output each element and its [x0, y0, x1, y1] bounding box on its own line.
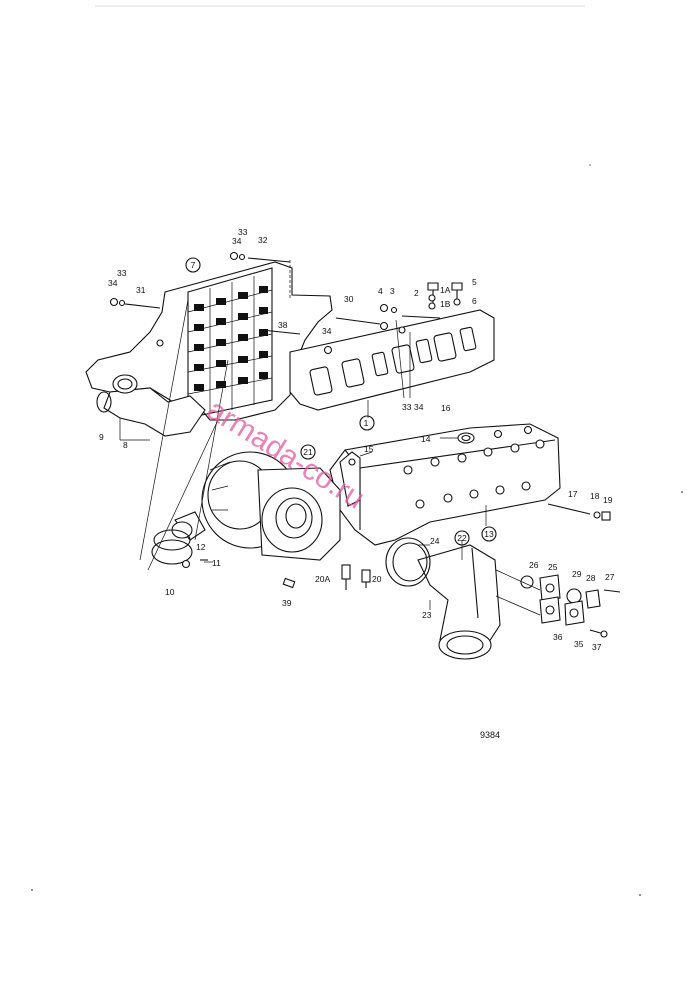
label-31: 31 [136, 285, 146, 295]
label-34-mid: 34 [322, 326, 332, 336]
label-3: 3 [390, 286, 395, 296]
leader-lines [119, 260, 541, 616]
label-15: 15 [364, 444, 374, 454]
callout-circles [185, 257, 497, 546]
label-12: 12 [196, 542, 206, 552]
label-22: 22 [457, 533, 467, 543]
scan-specks [31, 164, 683, 896]
label-27: 27 [605, 572, 615, 582]
label-2: 2 [414, 288, 419, 298]
label-14: 14 [421, 434, 431, 444]
intake-manifold-part [85, 261, 333, 437]
label-26: 26 [529, 560, 539, 570]
outlet-elbow-part [385, 537, 501, 660]
label-20: 20 [372, 574, 382, 584]
label-36: 36 [553, 632, 563, 642]
label-20a: 20A [315, 574, 330, 584]
drawing-reference-number: 9384 [480, 730, 500, 740]
label-28: 28 [586, 573, 596, 583]
label-6: 6 [472, 296, 477, 306]
label-10: 10 [165, 587, 175, 597]
label-33-left: 33 [117, 268, 127, 278]
label-8: 8 [123, 440, 128, 450]
label-11: 11 [212, 558, 221, 568]
label-32: 32 [258, 235, 268, 245]
label-18: 18 [590, 491, 600, 501]
manifold-flange-part [289, 309, 495, 411]
label-13: 13 [484, 529, 494, 539]
label-5: 5 [472, 277, 477, 287]
label-17: 17 [568, 489, 578, 499]
label-34-flange: 34 [414, 402, 424, 412]
label-4: 4 [378, 286, 383, 296]
label-34-top: 34 [232, 236, 242, 246]
label-30: 30 [344, 294, 354, 304]
label-9: 9 [99, 432, 104, 442]
label-38: 38 [278, 320, 288, 330]
fasteners-group [96, 251, 621, 638]
exhaust-manifold-part [329, 423, 561, 546]
label-7: 7 [191, 260, 196, 270]
label-39: 39 [282, 598, 292, 608]
label-33-top: 33 [238, 227, 248, 237]
label-34-left: 34 [108, 278, 118, 288]
part-labels: 1 1A 1B 2 3 4 5 6 7 8 9 10 11 12 13 14 1… [99, 227, 615, 652]
turbocharger-part [171, 451, 341, 561]
label-19: 19 [603, 495, 613, 505]
label-1a: 1A [440, 285, 451, 295]
label-1b: 1B [440, 299, 451, 309]
label-21: 21 [303, 447, 313, 457]
label-1: 1 [364, 418, 369, 428]
label-35: 35 [574, 639, 584, 649]
label-25: 25 [548, 562, 558, 572]
label-23: 23 [422, 610, 432, 620]
label-16: 16 [441, 403, 451, 413]
label-37: 37 [592, 642, 602, 652]
label-24: 24 [430, 536, 440, 546]
label-33-flange: 33 [402, 402, 412, 412]
label-29: 29 [572, 569, 582, 579]
